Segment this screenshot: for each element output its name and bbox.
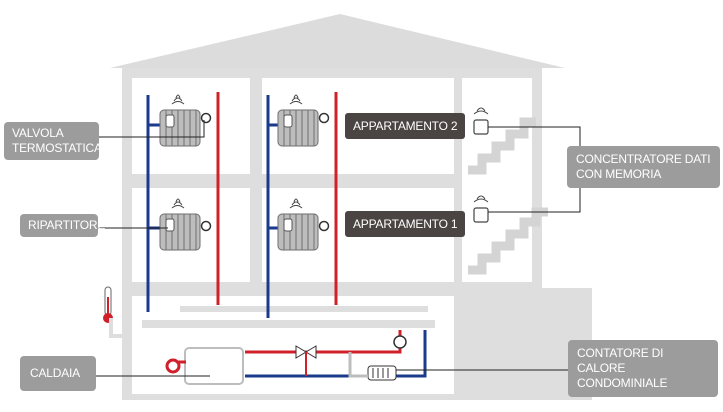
radiator-mid-right [277, 198, 330, 251]
stairs [468, 207, 548, 275]
radiator-fins [165, 214, 197, 250]
wifi-icon [289, 198, 303, 209]
wifi-icon [473, 195, 489, 203]
thermostatic-valve-icon [200, 220, 212, 232]
data-concentrators [473, 107, 489, 223]
label-appartamento-2: APPARTAMENTO 2 [345, 113, 466, 139]
label-concentratore: CONCENTRATORE DATI CON MEMORIA [567, 146, 720, 188]
boiler-body [184, 347, 244, 385]
wifi-icon [289, 94, 303, 105]
allocator-device [165, 218, 175, 232]
wifi-icon [171, 94, 185, 105]
concentrator-device-upper [473, 119, 489, 135]
thermometer-icon [103, 286, 132, 338]
wifi-icon [171, 198, 185, 209]
boiler [165, 347, 244, 385]
floor-slab [142, 320, 435, 328]
thermostatic-valve-icon [200, 112, 212, 124]
label-contatore-calore: CONTATORE DI CALORE CONDOMINIALE [568, 340, 718, 397]
radiator-mid-left [159, 198, 212, 251]
allocator-device [283, 114, 293, 128]
thermostatic-valve-icon [318, 112, 330, 124]
thermostatic-valve-icon [318, 220, 330, 232]
radiator-fins [283, 214, 315, 250]
radiator-fins [283, 110, 315, 146]
three-way-valve-icon [295, 345, 317, 376]
burner-icon [165, 358, 181, 374]
roof [110, 14, 565, 68]
heat-meter-device [348, 352, 397, 381]
stairs-upper [468, 117, 536, 175]
radiator-top-right [277, 94, 330, 147]
pump-icon [393, 335, 407, 349]
allocator-device [283, 218, 293, 232]
leader-valve [98, 120, 205, 138]
label-ripartitore: RIPARTITORE [20, 214, 105, 237]
label-valvola-termostatica: VALVOLA TERMOSTATICA [4, 122, 102, 160]
label-caldaia: CALDAIA [20, 356, 96, 391]
label-appartamento-1: APPARTAMENTO 1 [345, 211, 466, 237]
wifi-icon [473, 107, 489, 115]
allocator-device [165, 114, 175, 128]
concentrator-device-lower [473, 207, 489, 223]
floor-slab-2 [180, 306, 428, 312]
radiator-fins [165, 110, 197, 146]
